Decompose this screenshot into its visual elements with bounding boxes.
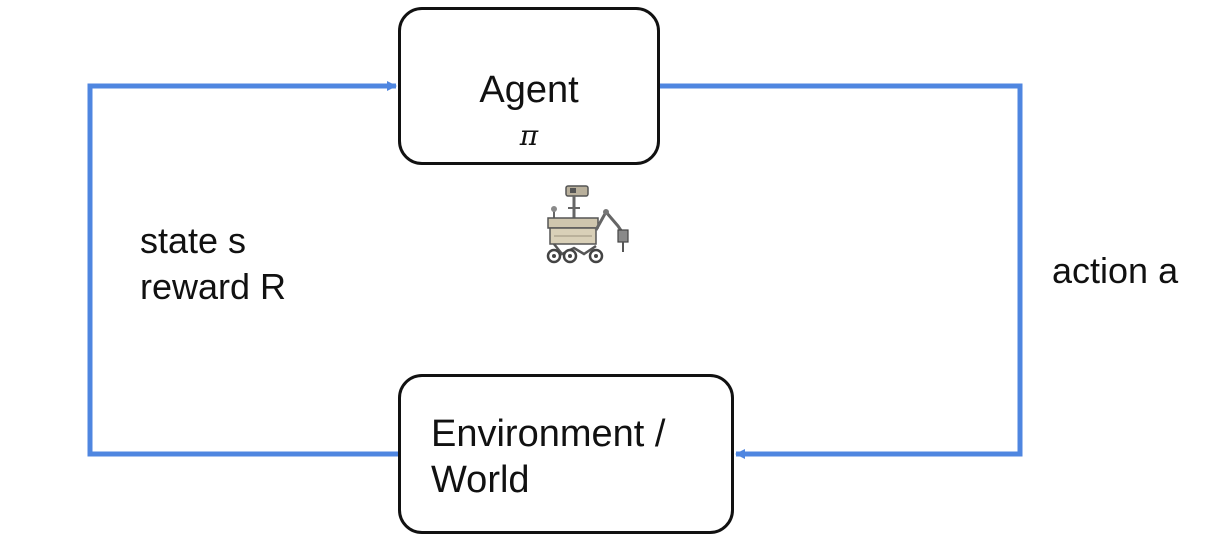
- action-label: action a: [1052, 250, 1179, 291]
- state-label: state s: [140, 220, 247, 261]
- environment-box: Environment / World: [398, 374, 734, 534]
- agent-title: Agent: [479, 69, 579, 111]
- policy-symbol: π: [519, 119, 539, 152]
- environment-title-line-2: World: [431, 459, 530, 501]
- environment-title-line-1: Environment /: [431, 413, 666, 455]
- mars-rover-icon: [546, 185, 629, 264]
- action-arrow: [660, 83, 1023, 459]
- environment-title: Environment / World: [431, 411, 665, 503]
- agent-box: Agent π: [398, 7, 660, 165]
- state-reward-arrow: [87, 81, 398, 457]
- reward-label: reward R: [140, 266, 287, 307]
